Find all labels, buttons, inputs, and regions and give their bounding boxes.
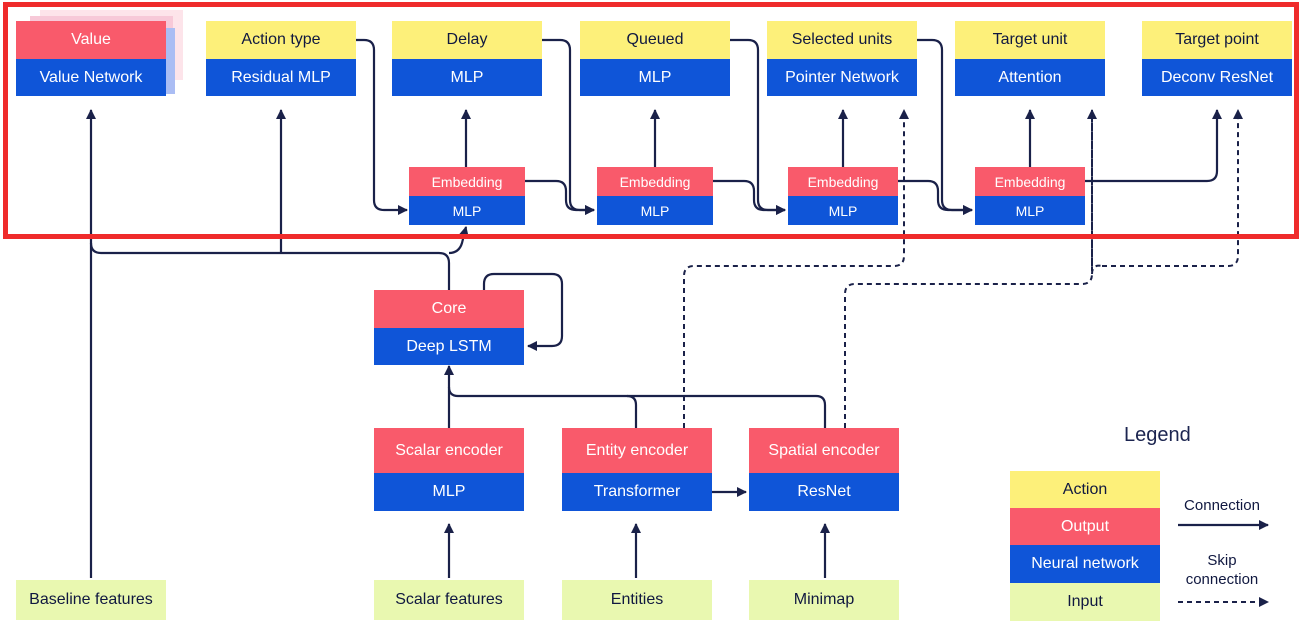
target-point-head: Target point [1142,21,1292,59]
queued-network: MLP [580,59,730,96]
entities-input: Entities [562,580,712,620]
legend-skip-label-line1: Skip [1207,552,1237,569]
queued-head: Queued [580,21,730,59]
legend-output: Output [1010,508,1160,545]
core-network: Deep LSTM [374,328,524,365]
baseline-features-input: Baseline features [16,580,166,620]
minimap-input: Minimap [749,580,899,620]
selected-units-network: Pointer Network [767,59,917,96]
legend-neural-network: Neural network [1010,545,1160,583]
selected-units-head: Selected units [767,21,917,59]
legend-input: Input [1010,583,1160,621]
target-unit-head: Target unit [955,21,1105,59]
value-network: Value Network [16,59,166,96]
scalar-encoder-output: Scalar encoder [374,428,524,473]
scalar-encoder-network: MLP [374,473,524,511]
legend-action: Action [1010,471,1160,508]
scalar-features-input: Scalar features [374,580,524,620]
spatial-encoder-output: Spatial encoder [749,428,899,473]
embedding-1-network: MLP [409,196,525,225]
spatial-encoder-network: ResNet [749,473,899,511]
embedding-4-network: MLP [975,196,1085,225]
legend-skip-label-line2: connection [1185,571,1259,588]
value-output: Value [16,21,166,59]
target-point-network: Deconv ResNet [1142,59,1292,96]
embedding-4-output: Embedding [975,167,1085,196]
target-unit-network: Attention [955,59,1105,96]
delay-head: Delay [392,21,542,59]
embedding-2-network: MLP [597,196,713,225]
action-type-network: Residual MLP [206,59,356,96]
embedding-3-output: Embedding [788,167,898,196]
embedding-3-network: MLP [788,196,898,225]
core-output: Core [374,290,524,328]
embedding-1-output: Embedding [409,167,525,196]
entity-encoder-output: Entity encoder [562,428,712,473]
delay-network: MLP [392,59,542,96]
action-type-head: Action type [206,21,356,59]
entity-encoder-network: Transformer [562,473,712,511]
embedding-2-output: Embedding [597,167,713,196]
legend-title: Legend [1124,424,1191,446]
legend-connection-label: Connection [1184,497,1260,514]
